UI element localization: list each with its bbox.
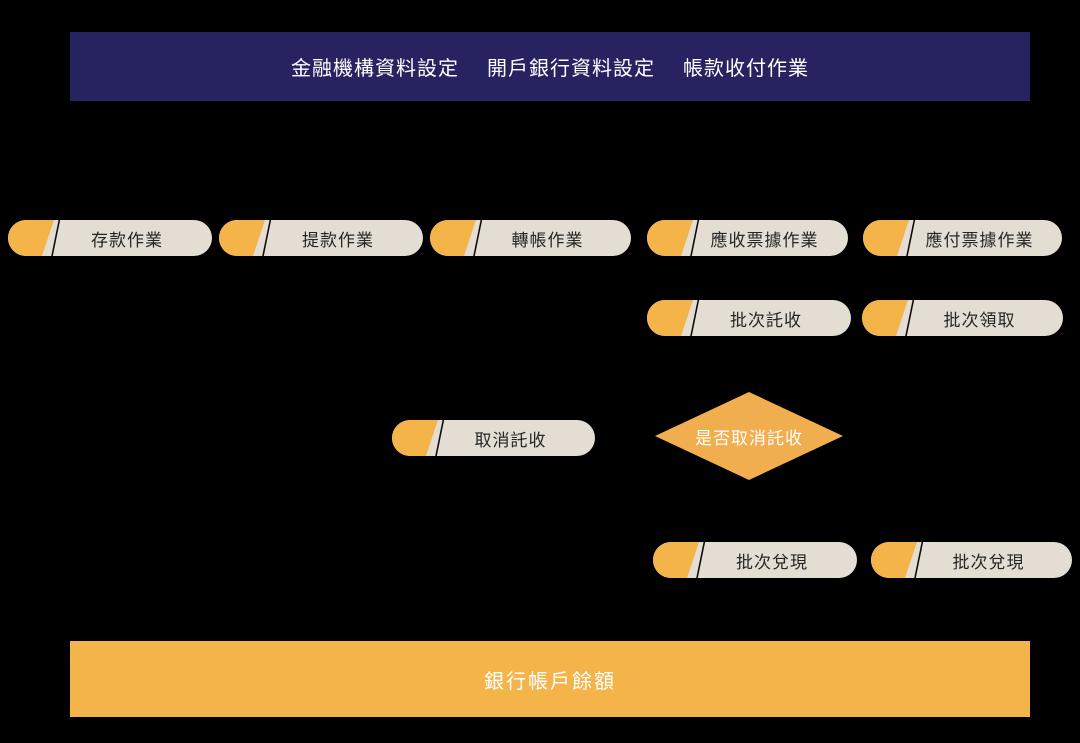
node-transfer-operation[interactable]: 轉帳作業 bbox=[430, 220, 631, 256]
node-tag-icon bbox=[8, 220, 54, 256]
node-label: 批次兌現 bbox=[736, 552, 808, 572]
node-slash-icon bbox=[696, 542, 706, 578]
node-batch-collection[interactable]: 批次託收 bbox=[647, 300, 851, 336]
node-cancel-collection[interactable]: 取消託收 bbox=[392, 420, 595, 456]
node-tag-icon bbox=[653, 542, 699, 578]
node-slash-icon bbox=[914, 542, 924, 578]
node-deposit-operation[interactable]: 存款作業 bbox=[8, 220, 212, 256]
header-title-financial-institution: 金融機構資料設定 bbox=[291, 58, 459, 80]
header-band: 金融機構資料設定 開戶銀行資料設定 帳款收付作業 bbox=[70, 32, 1030, 101]
footer-label: 銀行帳戶餘額 bbox=[484, 670, 616, 693]
node-slash-icon bbox=[690, 300, 700, 336]
node-withdrawal-operation[interactable]: 提款作業 bbox=[219, 220, 423, 256]
node-tag-icon bbox=[219, 220, 265, 256]
node-label: 批次兌現 bbox=[952, 552, 1025, 572]
node-tag-icon bbox=[430, 220, 476, 256]
node-batch-cash-in-right[interactable]: 批次兌現 bbox=[871, 542, 1072, 578]
node-label: 應收票據作業 bbox=[710, 230, 819, 250]
node-label: 提款作業 bbox=[302, 230, 374, 250]
node-batch-cash-in-left[interactable]: 批次兌現 bbox=[653, 542, 857, 578]
decision-label: 是否取消託收 bbox=[695, 428, 803, 448]
node-label: 應付票據作業 bbox=[925, 230, 1034, 250]
node-slash-icon bbox=[906, 220, 916, 256]
node-payable-notes-operation[interactable]: 應付票據作業 bbox=[863, 220, 1062, 256]
node-label: 批次領取 bbox=[943, 310, 1016, 330]
node-tag-icon bbox=[871, 542, 917, 578]
node-tag-icon bbox=[392, 420, 438, 456]
node-slash-icon bbox=[435, 420, 445, 456]
node-slash-icon bbox=[473, 220, 483, 256]
node-batch-receipt[interactable]: 批次領取 bbox=[862, 300, 1063, 336]
decision-cancel-collection[interactable]: 是否取消託收 bbox=[655, 392, 843, 480]
footer-bank-account-balance: 銀行帳戶餘額 bbox=[70, 641, 1030, 717]
header-title-group: 金融機構資料設定 開戶銀行資料設定 帳款收付作業 bbox=[277, 52, 823, 81]
node-slash-icon bbox=[905, 300, 915, 336]
node-slash-icon bbox=[262, 220, 272, 256]
node-tag-icon bbox=[647, 300, 693, 336]
node-label: 取消託收 bbox=[474, 430, 547, 450]
node-slash-icon bbox=[51, 220, 61, 256]
node-label: 存款作業 bbox=[91, 230, 163, 250]
header-title-bank-account-setup: 開戶銀行資料設定 bbox=[487, 58, 655, 80]
node-receivable-notes-operation[interactable]: 應收票據作業 bbox=[647, 220, 848, 256]
node-label: 批次託收 bbox=[730, 310, 802, 330]
node-tag-icon bbox=[862, 300, 908, 336]
header-title-payment-operations: 帳款收付作業 bbox=[683, 58, 809, 80]
node-label: 轉帳作業 bbox=[511, 230, 584, 250]
node-slash-icon bbox=[690, 220, 700, 256]
